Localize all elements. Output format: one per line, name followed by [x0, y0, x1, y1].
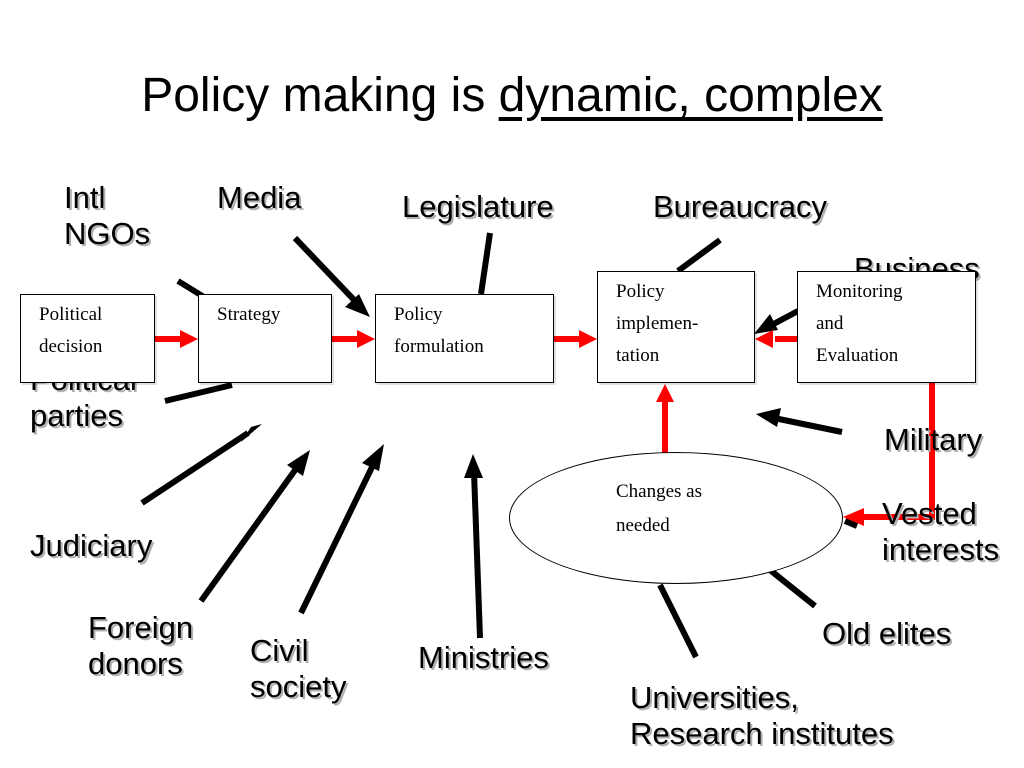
box-monitoring-evaluation-line-3: Evaluation: [816, 345, 899, 366]
box-policy-implementation-line-3: tation: [616, 345, 660, 366]
ellipse-changes-line-1: Changes as: [616, 481, 703, 502]
actor-civil-society-line-1: Civil: [250, 633, 309, 668]
arrowhead-ministries: [464, 454, 483, 478]
box-strategy: Strategy: [198, 294, 332, 383]
actor-political-parties-line-2: parties: [30, 398, 124, 433]
influence-arrows: [140, 232, 859, 659]
actor-vested-interests-line-2: interests: [882, 532, 1000, 567]
arrowhead-business: [754, 314, 778, 334]
box-political-decision: Political decision: [20, 294, 155, 383]
influence-arrowheads: [241, 294, 781, 478]
arrow-military: [773, 415, 843, 435]
ellipse-changes-as-needed: Changes as needed: [509, 452, 843, 584]
actor-vested-interests-line-1: Vested: [882, 496, 977, 531]
actor-legislature: Legislature: [402, 189, 554, 224]
arrowhead-foreign-donors: [287, 450, 310, 476]
arrow-universities: [657, 583, 699, 659]
arrow-civil-society: [298, 459, 378, 615]
flow-head-strategy: [180, 330, 198, 348]
title-underlined-text: dynamic, complex: [498, 69, 883, 122]
box-political-decision-line-1: Political: [39, 304, 103, 325]
arrow-old-elites: [768, 567, 817, 609]
box-strategy-line-1: Strategy: [217, 304, 281, 325]
flow-head-formulation: [357, 330, 375, 348]
flow-head-changes: [843, 508, 864, 526]
box-monitoring-evaluation-line-2: and: [816, 313, 844, 334]
actor-judiciary: Judiciary: [30, 528, 153, 563]
arrow-political-parties: [164, 382, 233, 404]
arrowhead-media: [345, 294, 370, 317]
actor-universities: Universities,Research institutes: [630, 680, 894, 752]
actor-military: Military: [884, 422, 983, 457]
box-monitoring-evaluation-line-1: Monitoring: [816, 281, 903, 302]
arrow-vested-interests: [843, 518, 859, 529]
arrow-media: [292, 235, 360, 306]
flow-monitoring-to-changes: [864, 383, 935, 520]
arrow-legislature: [478, 232, 493, 295]
actor-old-elites: Old elites: [822, 616, 952, 651]
actor-universities-line-2: Research institutes: [630, 716, 894, 751]
ellipse-changes-line-2: needed: [616, 515, 670, 536]
box-policy-formulation-line-1: Policy: [394, 304, 443, 325]
box-policy-formulation: Policy formulation: [375, 294, 554, 383]
actor-media: Media: [217, 180, 302, 215]
arrowhead-military: [756, 408, 781, 427]
actor-foreign-donors-line-1: Foreign: [88, 610, 194, 645]
box-policy-implementation-line-2: implemen-: [616, 313, 699, 334]
flow-head-implementation-bottom: [656, 384, 674, 402]
arrow-judiciary: [140, 430, 250, 506]
flow-head-monitoring-side: [755, 330, 773, 348]
arrowhead-civil-society: [362, 444, 384, 471]
flow-lines: [155, 336, 935, 520]
box-political-decision-line-2: decision: [39, 336, 103, 357]
actor-foreign-donors-line-2: donors: [88, 646, 183, 681]
arrowhead-judiciary: [241, 424, 262, 442]
flow-head-implementation: [579, 330, 597, 348]
actor-bureaucracy: Bureaucracy: [653, 189, 828, 224]
arrow-bureaucracy: [676, 237, 722, 274]
box-policy-formulation-line-2: formulation: [394, 336, 484, 357]
actor-intl-ngos-line-2: NGOs: [64, 216, 151, 251]
actor-intl-ngos-line-1: Intl: [64, 180, 106, 215]
actor-civil-society-line-2: society: [250, 669, 347, 704]
actor-universities-line-1: Universities,: [630, 680, 799, 715]
title-text: Policy making is: [141, 69, 499, 122]
actor-ministries: Ministries: [418, 640, 549, 675]
slide-title: Policy making is dynamic, complex: [0, 64, 1024, 128]
box-policy-implementation: Policy implemen-tation: [597, 271, 755, 383]
arrow-ministries: [471, 471, 483, 639]
arrow-foreign-donors: [198, 464, 301, 603]
box-policy-implementation-line-1: Policy: [616, 281, 665, 302]
flow-arrowheads: [180, 330, 864, 526]
